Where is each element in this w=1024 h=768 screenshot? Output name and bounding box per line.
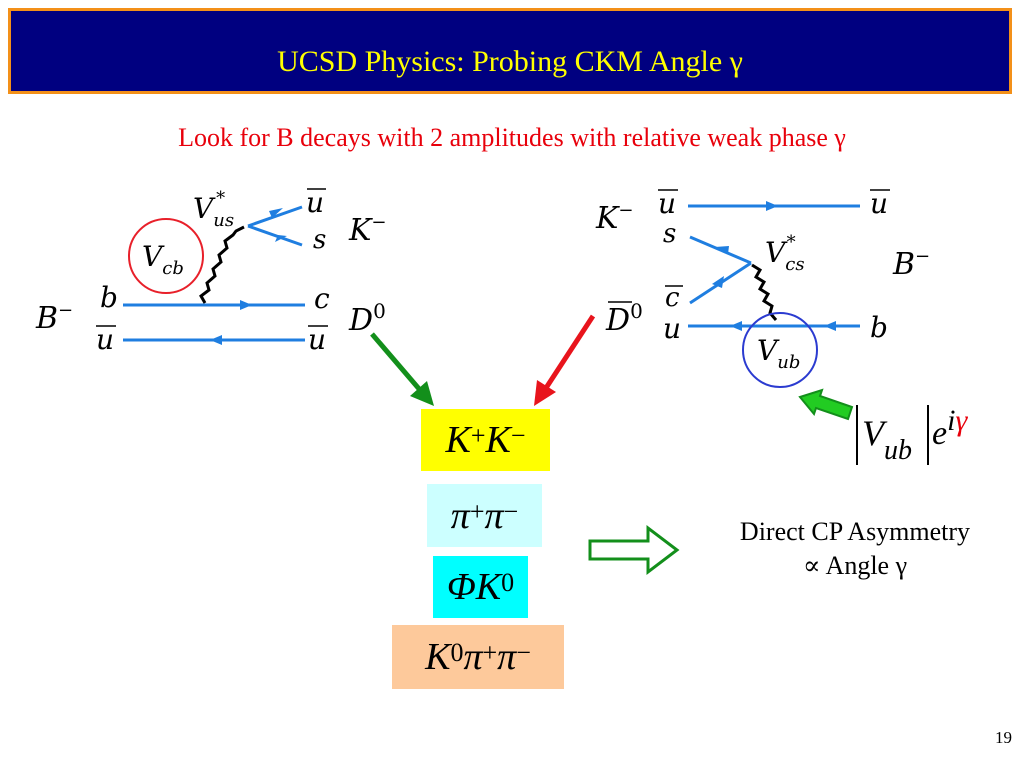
vcb-label: Vcb xyxy=(142,240,184,279)
quark-label-c: c xyxy=(314,282,330,315)
left-feynman-diagram: Vus* u s K− Vcb B− b c D0 u u xyxy=(35,186,387,356)
quark-arrow xyxy=(240,300,252,310)
quark-arrow xyxy=(715,246,729,254)
exponential: eiγ xyxy=(932,404,968,452)
final-state-kk: K+K− xyxy=(421,409,550,471)
final-state-pipi: π+π− xyxy=(427,484,542,547)
note-line-2: ∝ Angle γ xyxy=(802,551,908,580)
vcb-circle xyxy=(128,218,204,294)
d-meson-label: D0 xyxy=(348,299,386,338)
vub-magnitude: Vub xyxy=(862,413,912,466)
quark-label-cbar: c xyxy=(665,283,680,313)
quark-arrow xyxy=(766,201,778,211)
phase-pointer-arrow xyxy=(798,388,854,421)
quark-arrow xyxy=(712,276,724,288)
quark-label-ubar-right: u xyxy=(870,187,888,220)
quark-label-s: s xyxy=(313,225,326,255)
hollow-arrow xyxy=(588,524,680,576)
w-boson-line xyxy=(199,225,245,304)
quark-arrow xyxy=(824,321,836,331)
vub-circle xyxy=(742,312,818,388)
quark-label-b: b xyxy=(870,311,888,344)
quark-label-ubar-right: u xyxy=(308,323,326,356)
quark-arrow xyxy=(730,321,742,331)
quark-line-ubar-out xyxy=(247,205,303,228)
red-arrow xyxy=(534,314,596,406)
note-line-1: Direct CP Asymmetry xyxy=(739,517,971,546)
slide-title: UCSD Physics: Probing CKM Angle γ xyxy=(277,45,743,78)
kaon-label: K− xyxy=(595,200,634,236)
right-feynman-diagram: K− u u s Vcs* B− D0 c u b Vub xyxy=(595,187,930,388)
page-number: 19 xyxy=(995,728,1012,747)
quark-label-ubar-left: u xyxy=(658,187,676,220)
green-arrow xyxy=(370,332,434,406)
title-bar: UCSD Physics: Probing CKM Angle γ xyxy=(8,8,1012,94)
vub-label: Vub xyxy=(757,334,800,373)
phase-expression: Vub eiγ xyxy=(856,404,968,466)
quark-label-ubar: u xyxy=(306,186,324,219)
quark-label-ubar-left: u xyxy=(96,323,114,356)
vus-label: Vus* xyxy=(193,188,234,231)
quark-label-b: b xyxy=(100,281,118,314)
quark-arrow xyxy=(269,208,283,218)
b-meson-label: B− xyxy=(35,300,73,336)
dbar-meson-label: D0 xyxy=(605,299,643,338)
b-meson-label: B− xyxy=(892,246,930,282)
cp-asymmetry-note: Direct CP Asymmetry ∝ Angle γ xyxy=(690,515,1020,583)
quark-arrow xyxy=(210,335,222,345)
vcs-label: Vcs* xyxy=(765,232,805,275)
quark-line-s-out xyxy=(247,224,303,247)
quark-arrow xyxy=(275,235,287,242)
quark-line-s xyxy=(689,235,752,265)
w-boson-line xyxy=(751,263,778,321)
slide-subtitle: Look for B decays with 2 amplitudes with… xyxy=(178,123,846,152)
quark-label-u: u xyxy=(663,312,681,345)
quark-label-s: s xyxy=(663,219,676,249)
kaon-label: K− xyxy=(348,212,387,248)
